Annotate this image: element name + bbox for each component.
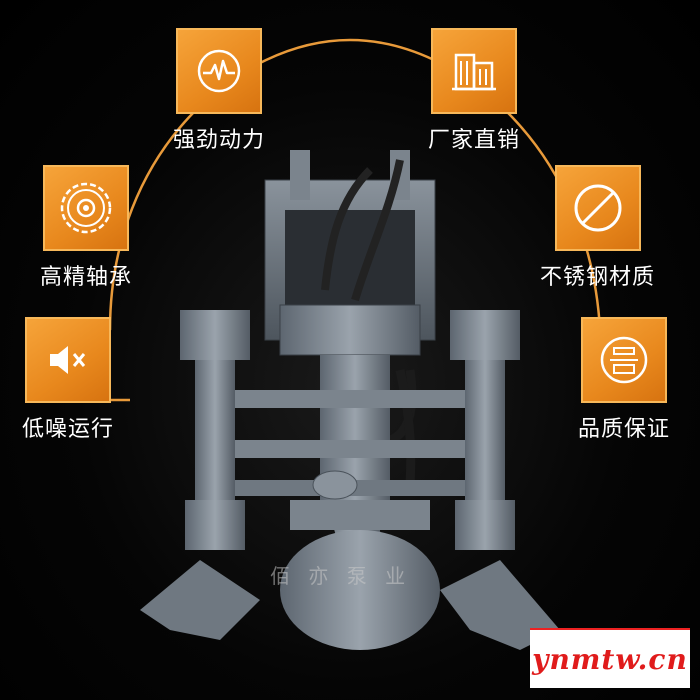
feature-steel-label: 不锈钢材质 <box>540 265 656 290</box>
feature-quality: 品质保证 <box>578 317 670 443</box>
no-slash-icon <box>574 184 621 232</box>
building-icon <box>452 53 496 91</box>
feature-factory-label: 厂家直销 <box>428 128 521 153</box>
watermark-text: ynmtw.cn <box>532 642 688 676</box>
feature-quality-label: 品质保证 <box>578 417 671 442</box>
feature-power: 强劲动力 <box>173 28 265 154</box>
feature-noise-label: 低噪运行 <box>22 417 115 442</box>
feature-power-label: 强劲动力 <box>173 128 266 153</box>
feature-quality-box <box>581 317 667 403</box>
gear-bearing-icon <box>60 182 112 234</box>
feature-bearing: 高精轴承 <box>40 165 132 291</box>
seal-stamp-icon <box>600 336 648 384</box>
feature-bearing-label: 高精轴承 <box>40 265 133 290</box>
feature-noise: 低噪运行 <box>22 317 114 443</box>
feature-factory: 厂家直销 <box>428 28 520 154</box>
speaker-mute-icon <box>50 346 86 374</box>
feature-steel-box <box>554 165 641 251</box>
feature-bearing-box <box>43 165 129 251</box>
machine-brand-text: 佰 亦 泵 业 <box>270 564 412 588</box>
feature-power-box <box>176 28 262 114</box>
feature-factory-box <box>431 28 517 114</box>
pump-machine-image <box>140 150 560 650</box>
site-watermark: ynmtw.cn <box>530 628 690 688</box>
feature-noise-box <box>25 317 111 403</box>
pulse-line-icon <box>197 49 241 93</box>
feature-steel: 不锈钢材质 <box>540 165 655 291</box>
